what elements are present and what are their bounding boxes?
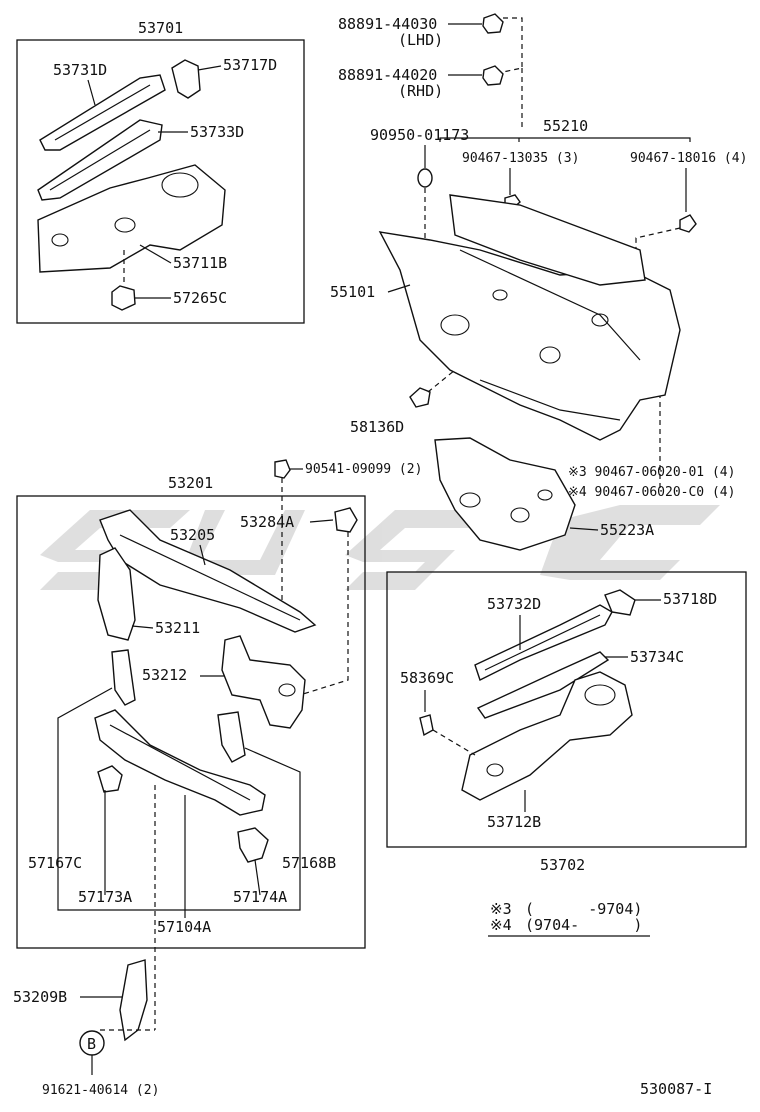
note-4-range: (9704- ): [525, 916, 642, 934]
label-53732D: 53732D: [487, 595, 541, 613]
group-label-53701: 53701: [138, 19, 183, 37]
part-57265C: [111, 285, 136, 311]
part-53211: [97, 547, 136, 641]
label-53718D: 53718D: [663, 590, 717, 608]
group-label-55210: 55210: [543, 117, 588, 135]
group-label-53702: 53702: [540, 856, 585, 874]
label-90467-13035: 90467-13035 (3): [462, 151, 579, 166]
label-91621-40614: 91621-40614 (2): [42, 1083, 159, 1098]
label-53211: 53211: [155, 619, 200, 637]
leader-dash-58136D: [427, 369, 456, 393]
leader-53284A: [309, 519, 334, 523]
label-57174A: 57174A: [233, 888, 287, 906]
label-90950-01173: 90950-01173: [370, 126, 469, 144]
group-box-53701: [16, 39, 305, 324]
label-90541-09099: 90541-09099 (2): [305, 462, 422, 477]
leader-53205: [199, 544, 206, 566]
leader-55101: [387, 284, 411, 293]
part-58136D: [409, 387, 431, 408]
label-55223A: 55223A: [600, 521, 654, 539]
part-53209B: [119, 959, 148, 1042]
leader-55223A: [569, 527, 599, 531]
footer-code: 530087-I: [640, 1080, 712, 1098]
label-58369C: 58369C: [400, 669, 454, 687]
label-57167C: 57167C: [28, 854, 82, 872]
label-88891-44020: 88891-44020: [338, 66, 437, 84]
label-57104A: 57104A: [157, 918, 211, 936]
part-57168B-bracket: [217, 711, 246, 763]
part-57174A: [237, 827, 269, 863]
leader-dash-53284A: [299, 532, 349, 696]
part-53717D: [171, 59, 201, 99]
part-57104A: [94, 709, 266, 816]
part-53212: [221, 635, 306, 729]
label-88891-44030-note: (LHD): [398, 31, 443, 49]
leader-dash-90467-18016: [635, 227, 681, 262]
part-90467-18016: [679, 214, 697, 233]
part-53731D: [39, 74, 166, 151]
part-57173A: [97, 765, 123, 793]
label-57168B: 57168B: [282, 854, 336, 872]
part-53718D: [604, 589, 636, 616]
label-53731D: 53731D: [53, 61, 107, 79]
callout-B-label: B: [87, 1035, 96, 1053]
label-90467-18016: 90467-18016 (4): [630, 151, 747, 166]
part-55223A: [434, 437, 576, 551]
part-53711B: [37, 164, 226, 273]
note-4-mark: ※4: [490, 916, 512, 934]
part-53284A: [334, 507, 358, 533]
part-53734C: [476, 651, 610, 719]
label-53209B: 53209B: [13, 988, 67, 1006]
bracket-57173A-57174A: [57, 687, 301, 911]
label-58136D: 58136D: [350, 418, 404, 436]
label-90467-06020-C0: ※4 90467-06020-C0 (4): [568, 485, 735, 500]
label-53733D: 53733D: [190, 123, 244, 141]
bracket-55210: [439, 137, 691, 142]
part-55101: [378, 194, 681, 441]
leader-53211: [131, 625, 154, 629]
label-57173A: 57173A: [78, 888, 132, 906]
note-3-mark: ※3: [490, 900, 512, 918]
leader-53731D: [87, 79, 96, 106]
part-53733D: [37, 119, 163, 201]
label-53712B: 53712B: [487, 813, 541, 831]
group-label-53201: 53201: [168, 474, 213, 492]
label-55101: 55101: [330, 283, 375, 301]
label-57265C: 57265C: [173, 289, 227, 307]
label-53284A: 53284A: [240, 513, 294, 531]
part-57167C-bracket: [111, 649, 136, 706]
leader-53711B: [139, 244, 172, 264]
label-88891-44020-note: (RHD): [398, 82, 443, 100]
part-58369C: [419, 714, 434, 737]
part-53712B: [461, 671, 633, 801]
part-90541-09099: [274, 459, 291, 479]
leader-dash-58369C: [432, 729, 476, 756]
part-88891-44030: [482, 13, 504, 34]
label-90467-06020-01: ※3 90467-06020-01 (4): [568, 465, 735, 480]
leader-57174A: [254, 859, 261, 896]
group-box-53201: [16, 495, 366, 949]
label-53734C: 53734C: [630, 648, 684, 666]
label-53711B: 53711B: [173, 254, 227, 272]
label-53717D: 53717D: [223, 56, 277, 74]
leader-53717D: [197, 65, 222, 71]
part-53732D: [474, 604, 613, 681]
note-3-range: ( -9704): [525, 900, 642, 918]
part-90950-01173: [417, 168, 433, 188]
leader-dash-grommet: [502, 17, 523, 73]
group-box-53702: [386, 571, 747, 848]
label-53205: 53205: [170, 526, 215, 544]
part-88891-44020: [482, 65, 504, 86]
label-53212: 53212: [142, 666, 187, 684]
label-88891-44030: 88891-44030: [338, 15, 437, 33]
